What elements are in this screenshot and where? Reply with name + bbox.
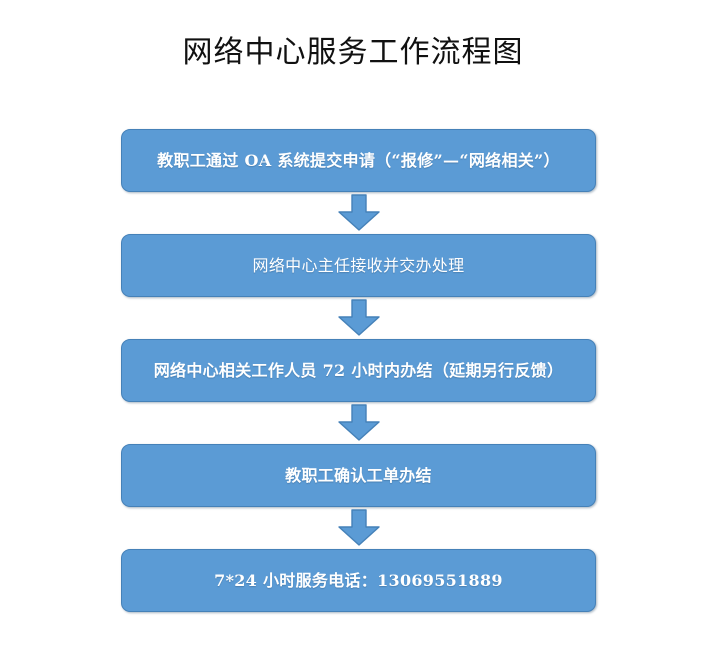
flow-node-submit-request[interactable]: 教职工通过 OA 系统提交申请（“报修”—“网络相关”） — [121, 129, 596, 192]
flow-node-label: 教职工通过 OA 系统提交申请（“报修”—“网络相关”） — [157, 150, 560, 170]
flow-node-service-hotline[interactable]: 7*24 小时服务电话：13069551889 — [121, 549, 596, 612]
flow-node-staff-complete-72h[interactable]: 网络中心相关工作人员 72 小时内办结（延期另行反馈） — [121, 339, 596, 402]
page-title: 网络中心服务工作流程图 — [182, 35, 524, 70]
flow-node-label: 7*24 小时服务电话：13069551889 — [214, 570, 503, 590]
flow-column: 教职工通过 OA 系统提交申请（“报修”—“网络相关”） 网络中心主任接收并交办… — [121, 129, 596, 612]
arrow-down-icon — [121, 297, 596, 339]
flow-node-staff-confirm[interactable]: 教职工确认工单办结 — [121, 444, 596, 507]
flow-node-label: 网络中心相关工作人员 72 小时内办结（延期另行反馈） — [153, 360, 564, 380]
arrow-down-icon — [121, 402, 596, 444]
flow-node-label: 教职工确认工单办结 — [285, 465, 432, 485]
flow-node-label: 网络中心主任接收并交办处理 — [252, 255, 465, 275]
arrow-down-icon — [121, 192, 596, 234]
flow-node-director-receive[interactable]: 网络中心主任接收并交办处理 — [121, 234, 596, 297]
arrow-down-icon — [121, 507, 596, 549]
